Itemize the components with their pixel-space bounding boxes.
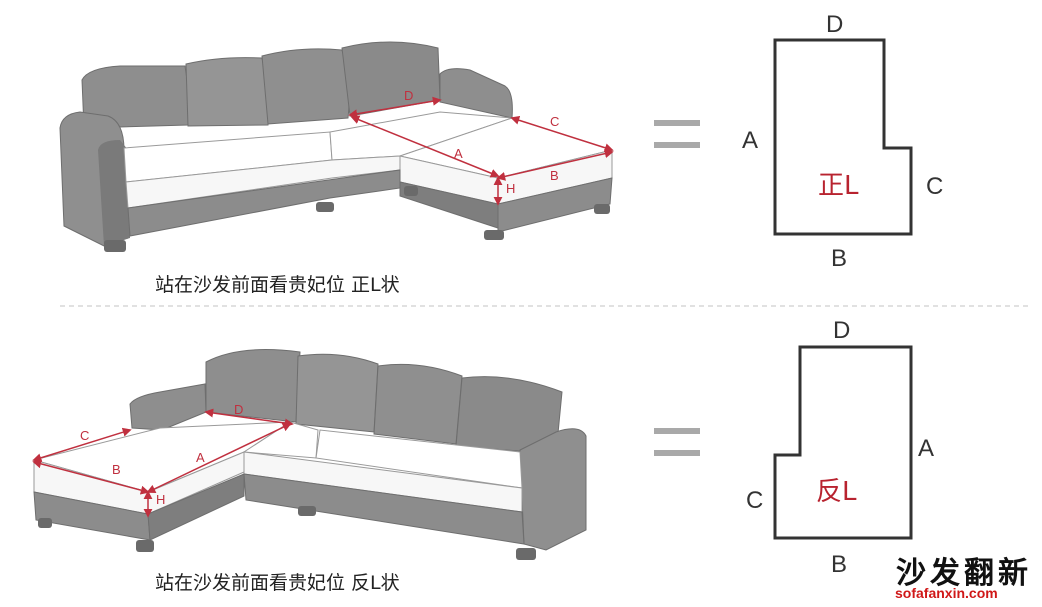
top-equals-bar-2 xyxy=(654,142,700,148)
brand-name: 沙发翻新 xyxy=(896,556,1032,591)
top-shape-d: D xyxy=(826,11,843,38)
bottom-shape-d: D xyxy=(833,317,850,344)
top-equals-bar-1 xyxy=(654,120,700,126)
brand-url: sofafanxin.com xyxy=(895,585,998,601)
top-dim-a-label: A xyxy=(454,146,463,161)
top-dimension-lines: D A C B H xyxy=(348,88,614,206)
top-sofa-illustration xyxy=(59,41,614,252)
bottom-l-shape-diagram: D A C B 反L xyxy=(746,317,934,578)
bottom-dim-c-label: C xyxy=(80,428,89,443)
bottom-sofa-illustration xyxy=(32,349,587,560)
top-caption: 站在沙发前面看贵妃位 正L状 xyxy=(155,274,400,296)
bottom-dim-h-label: H xyxy=(156,492,165,507)
bottom-caption: 站在沙发前面看贵妃位 反L状 xyxy=(155,572,400,594)
bottom-shape-name: 反L xyxy=(816,477,857,507)
bottom-shape-a: A xyxy=(918,435,934,462)
bottom-equals-bar-2 xyxy=(654,450,700,456)
bottom-dimension-lines: D C B A H xyxy=(32,402,294,518)
top-dim-b-label: B xyxy=(550,168,559,183)
top-dim-d-label: D xyxy=(404,88,413,103)
bottom-dim-d-label: D xyxy=(234,402,243,417)
top-shape-c: C xyxy=(926,173,943,200)
top-dim-c-label: C xyxy=(550,114,559,129)
bottom-dim-b-label: B xyxy=(112,462,121,477)
top-shape-a: A xyxy=(742,127,758,154)
bottom-dim-a-label: A xyxy=(196,450,205,465)
bottom-equals-bar-1 xyxy=(654,428,700,434)
bottom-shape-b: B xyxy=(831,551,847,578)
top-l-shape-diagram: D A C B 正L xyxy=(742,11,943,272)
top-dim-h-label: H xyxy=(506,181,515,196)
top-shape-name: 正L xyxy=(818,171,859,201)
bottom-shape-c: C xyxy=(746,487,763,514)
top-shape-b: B xyxy=(831,245,847,272)
